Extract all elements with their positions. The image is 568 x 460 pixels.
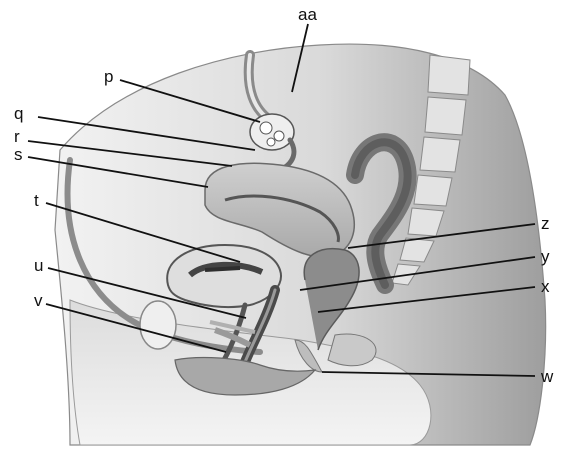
bladder (167, 245, 281, 307)
label-w: w (540, 367, 554, 386)
label-aa: aa (298, 5, 317, 24)
ovary (250, 114, 294, 150)
label-t: t (34, 191, 39, 210)
label-z: z (541, 214, 550, 233)
label-s: s (14, 145, 23, 164)
label-q: q (14, 104, 23, 123)
pubic-bone (140, 301, 176, 349)
label-v: v (34, 291, 43, 310)
label-x: x (541, 277, 550, 296)
label-r: r (14, 127, 20, 146)
label-p: p (104, 67, 113, 86)
label-y: y (541, 247, 550, 266)
label-u: u (34, 256, 43, 275)
